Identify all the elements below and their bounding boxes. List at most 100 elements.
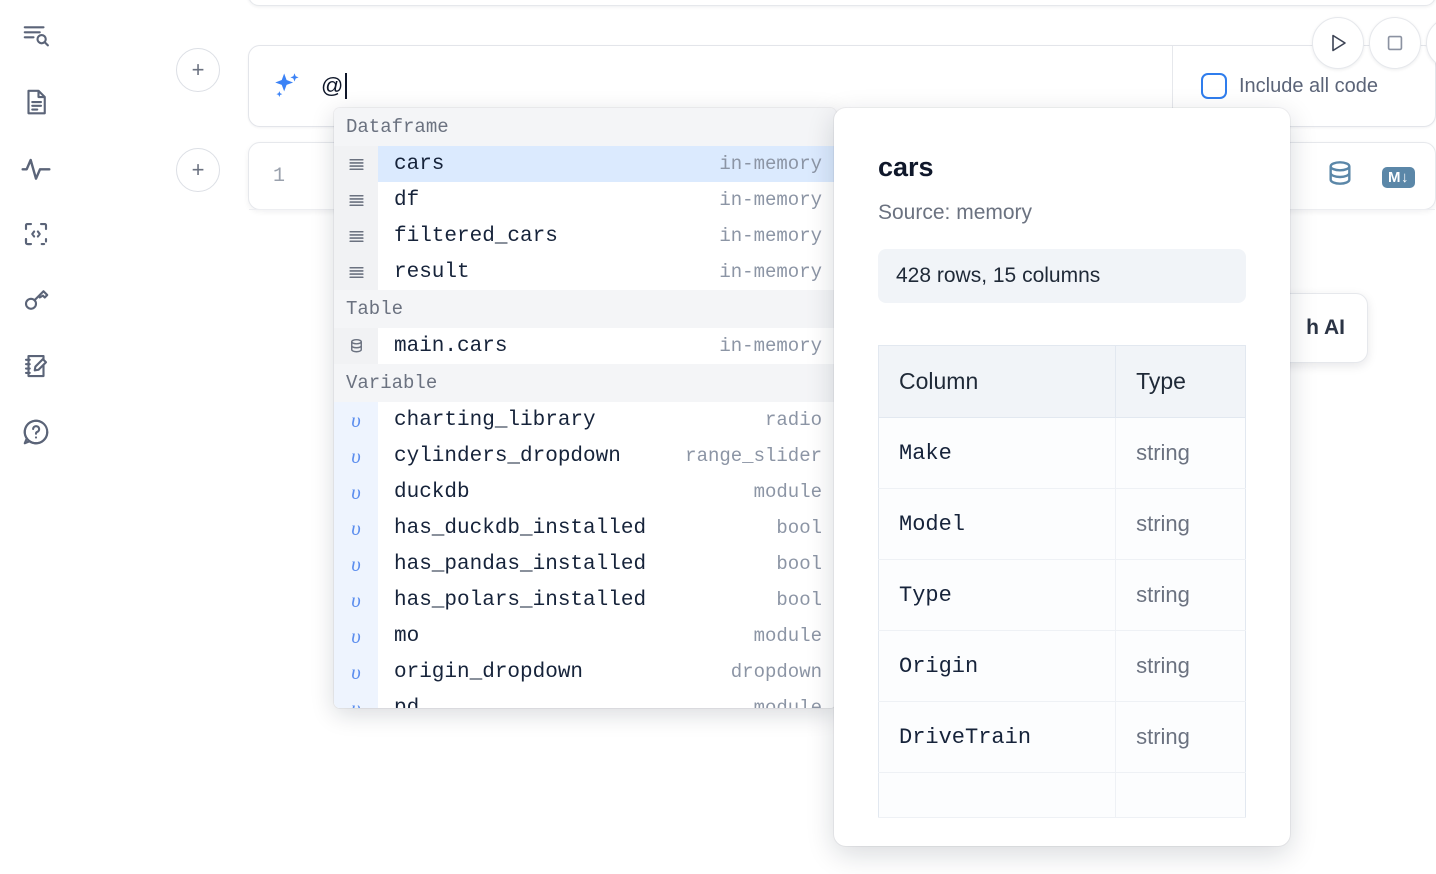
- scratchpad-icon[interactable]: [14, 344, 58, 388]
- variable-icon: υ: [334, 546, 378, 582]
- variable-icon: υ: [334, 474, 378, 510]
- generate-with-ai-label: h AI: [1306, 316, 1345, 339]
- autocomplete-item[interactable]: result in-memory: [334, 254, 836, 290]
- variable-icon: υ: [334, 654, 378, 690]
- autocomplete-item-body: pd module: [378, 690, 836, 709]
- autocomplete-item-body: cars in-memory: [378, 146, 836, 182]
- help-chat-icon[interactable]: [14, 410, 58, 454]
- cell-badges: M↓: [1324, 159, 1415, 196]
- autocomplete-item-label: has_polars_installed: [394, 588, 647, 612]
- variable-icon: υ: [334, 690, 378, 708]
- database-icon[interactable]: [1324, 159, 1356, 196]
- autocomplete-item-type: module: [753, 697, 822, 708]
- markdown-badge[interactable]: M↓: [1382, 167, 1415, 188]
- autocomplete-item[interactable]: υ pd module: [334, 690, 836, 708]
- autocomplete-item-type: bool: [776, 589, 822, 611]
- autocomplete-item-type: radio: [764, 409, 822, 431]
- autocomplete-item-label: df: [394, 188, 420, 212]
- add-cell-above-button[interactable]: +: [176, 48, 220, 92]
- schema-header-cell: Column: [878, 345, 1117, 418]
- autocomplete-item[interactable]: υ charting_library radio: [334, 402, 836, 438]
- autocomplete-item[interactable]: cars in-memory: [334, 146, 836, 182]
- outline-search-icon[interactable]: [14, 14, 58, 58]
- autocomplete-item-type: in-memory: [719, 225, 822, 247]
- autocomplete-item-type: in-memory: [719, 261, 822, 283]
- variable-icon: υ: [334, 402, 378, 438]
- autocomplete-item[interactable]: df in-memory: [334, 182, 836, 218]
- autocomplete-item-label: charting_library: [394, 408, 596, 432]
- autocomplete-item-body: df in-memory: [378, 182, 836, 218]
- autocomplete-item-label: pd: [394, 696, 420, 709]
- autocomplete-item-type: module: [753, 481, 822, 503]
- include-all-code-checkbox[interactable]: Include all code: [1201, 73, 1378, 99]
- schema-column-name: Origin: [878, 630, 1117, 702]
- dataset-shape: 428 rows, 15 columns: [878, 249, 1246, 303]
- autocomplete-item-type: in-memory: [719, 189, 822, 211]
- autocomplete-item[interactable]: main.cars in-memory: [334, 328, 836, 364]
- schema-column-type: string: [1115, 701, 1246, 773]
- checkbox-box-icon[interactable]: [1201, 73, 1227, 99]
- code-snippet-icon[interactable]: [14, 212, 58, 256]
- table-row: [878, 772, 1246, 818]
- autocomplete-item-label: origin_dropdown: [394, 660, 584, 684]
- autocomplete-item-label: cylinders_dropdown: [394, 444, 621, 468]
- add-cell-below-label: +: [191, 157, 205, 182]
- dataset-title: cars: [878, 152, 934, 182]
- document-icon[interactable]: [14, 80, 58, 124]
- run-button[interactable]: [1312, 17, 1364, 69]
- key-icon[interactable]: [14, 278, 58, 322]
- schema-column-type: string: [1115, 488, 1246, 560]
- autocomplete-item-label: has_pandas_installed: [394, 552, 647, 576]
- variable-icon: υ: [334, 438, 378, 474]
- schema-column-name: Type: [878, 559, 1117, 631]
- dataframe-icon: [334, 146, 378, 182]
- autocomplete-item-type: in-memory: [719, 335, 822, 357]
- autocomplete-group-header: Variable: [334, 364, 836, 402]
- autocomplete-item-type: bool: [776, 553, 822, 575]
- ai-prompt-input[interactable]: @: [321, 73, 347, 99]
- dataset-detail-panel: cars Source: memory 428 rows, 15 columns…: [834, 108, 1290, 846]
- variable-icon: υ: [334, 510, 378, 546]
- stop-button[interactable]: [1369, 17, 1421, 69]
- add-cell-above-label: +: [191, 57, 205, 82]
- autocomplete-item-type: bool: [776, 517, 822, 539]
- ai-prompt-options: Include all code: [1173, 46, 1435, 126]
- autocomplete-item-type: in-memory: [705, 153, 822, 175]
- autocomplete-item-label: main.cars: [394, 334, 508, 358]
- dataframe-icon: [334, 182, 378, 218]
- schema-column-name: DriveTrain: [878, 701, 1117, 773]
- autocomplete-item-body: has_pandas_installed bool: [378, 546, 836, 582]
- autocomplete-item-body: charting_library radio: [378, 402, 836, 438]
- variable-icon: υ: [334, 618, 378, 654]
- table-db-icon: [334, 328, 378, 364]
- line-number: 1: [273, 165, 286, 188]
- add-cell-below-button[interactable]: +: [176, 148, 220, 192]
- previous-cell-partial: [248, 0, 1436, 6]
- activity-icon[interactable]: [14, 146, 58, 190]
- autocomplete-item-label: cars: [394, 152, 445, 176]
- autocomplete-item[interactable]: υ has_pandas_installed bool: [334, 546, 836, 582]
- left-sidebar: [0, 0, 72, 874]
- autocomplete-item-label: result: [394, 260, 470, 284]
- ai-prompt-input-area[interactable]: @: [249, 46, 1173, 126]
- autocomplete-item-label: duckdb: [394, 480, 470, 504]
- schema-column-name: Make: [878, 417, 1117, 489]
- dataframe-icon: [334, 218, 378, 254]
